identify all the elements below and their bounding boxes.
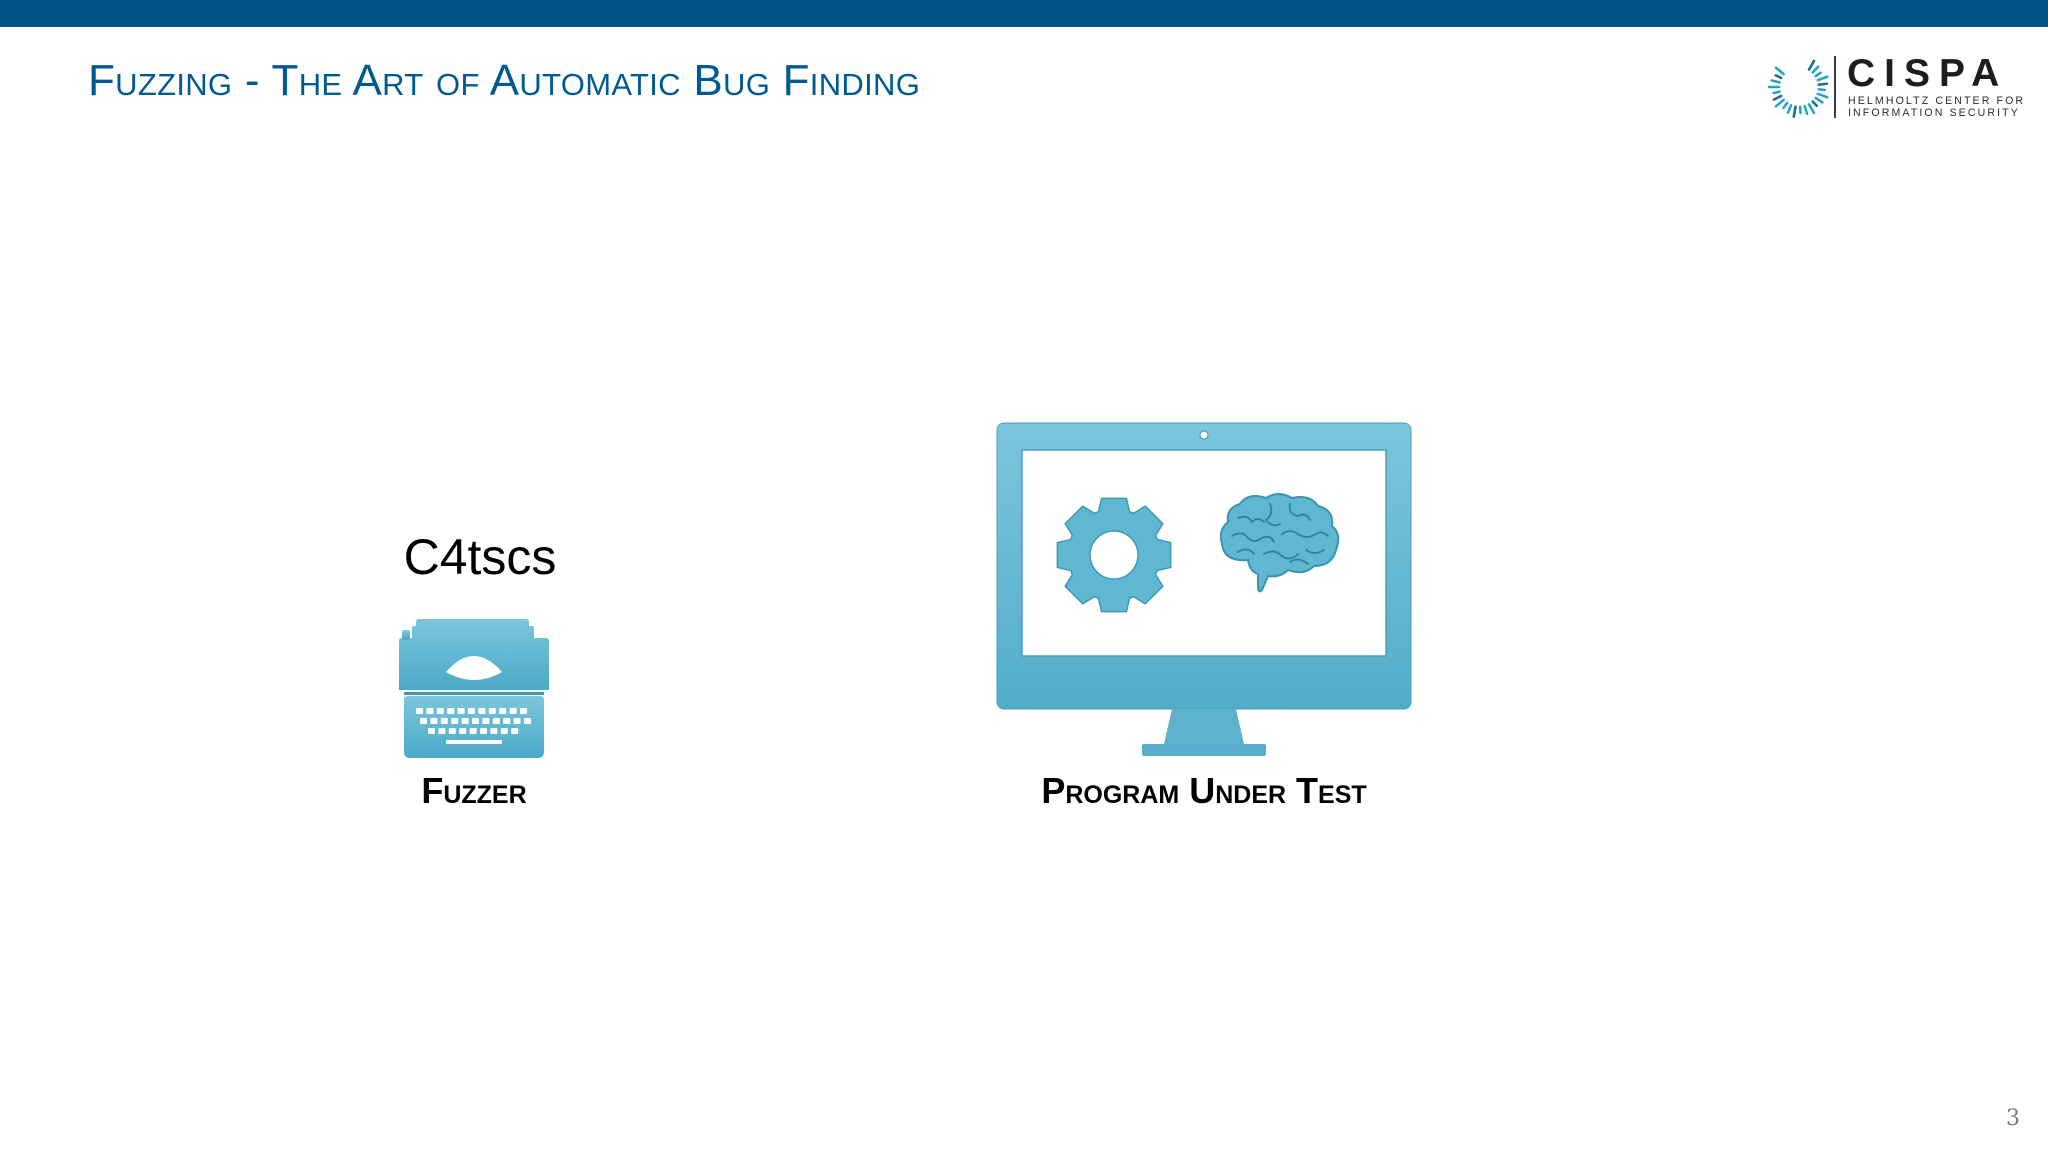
slide-title: Fuzzing - The Art of Automatic Bug Findi… [88, 56, 921, 105]
cispa-logo: CISPA HELMHOLTZ CENTER FOR INFORMATION S… [1768, 52, 2023, 120]
logo-subtitle-line-1: HELMHOLTZ CENTER FOR [1848, 95, 2026, 107]
gear-icon [1056, 497, 1172, 613]
monitor-icon [996, 422, 1412, 756]
cispa-logo-mark-icon [1768, 59, 1829, 118]
logo-name: CISPA [1847, 52, 2009, 95]
logo-divider [1834, 56, 1836, 118]
fuzzer-label: Fuzzer [421, 770, 527, 811]
page-number: 3 [2006, 1106, 2020, 1131]
brain-icon [1219, 493, 1340, 593]
typewriter-icon [399, 619, 549, 758]
logo-subtitle-line-2: INFORMATION SECURITY [1848, 107, 2020, 119]
top-bar [0, 0, 2048, 27]
fuzzer-generated-input: C4tscs [403, 529, 557, 585]
program-under-test-label: Program Under Test [1041, 770, 1367, 811]
